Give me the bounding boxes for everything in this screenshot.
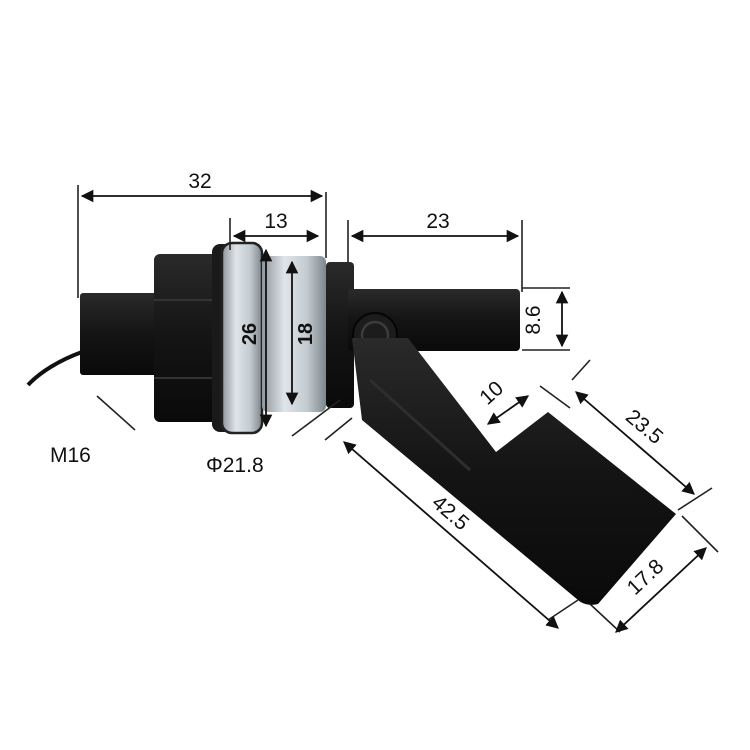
dim-10-line (486, 395, 530, 425)
dim-23-5-label: 23.5 (621, 405, 667, 449)
ring-diameter-label: Φ21.8 (206, 454, 264, 477)
dim-42-5-line (343, 441, 559, 629)
dimension-lines (80, 189, 707, 633)
body-block (326, 262, 354, 408)
cable (26, 350, 83, 387)
threaded-stem (80, 293, 160, 375)
dim-23-5-line (575, 391, 695, 495)
float-body (352, 338, 676, 605)
dim-13-label: 13 (264, 210, 287, 233)
dim-26-label: 26 (239, 323, 261, 345)
dim-18-label: 18 (295, 323, 317, 345)
float-switch-body (26, 241, 676, 605)
dim-10-label: 10 (475, 377, 508, 410)
dim-17-8-line (615, 547, 707, 633)
thread-label: M16 (50, 444, 91, 467)
dim-8-6-label: 8.6 (522, 305, 545, 334)
extension-lines (77, 185, 719, 633)
dim-32-label: 32 (188, 170, 211, 193)
hex-nut (154, 254, 220, 422)
dim-23-label: 23 (426, 210, 449, 233)
